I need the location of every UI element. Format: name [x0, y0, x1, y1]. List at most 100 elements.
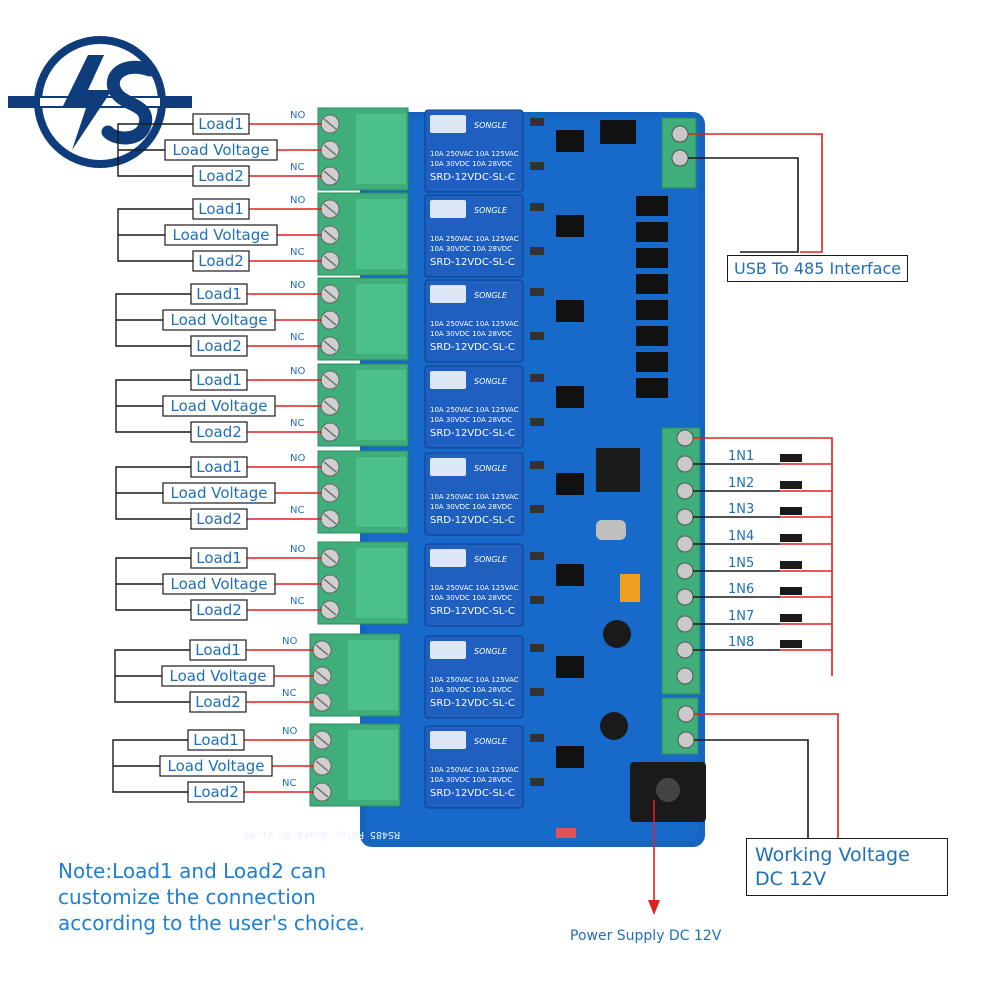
- power-supply-label: Power Supply DC 12V: [570, 928, 722, 944]
- label-box: [190, 283, 248, 305]
- driver-chip: [636, 378, 668, 398]
- input-screw: [676, 615, 694, 633]
- optocoupler: [556, 473, 584, 495]
- driver-chip: [636, 196, 668, 216]
- relay-model: SRD-12VDC-SL-C: [430, 172, 515, 183]
- label-box: [187, 729, 245, 751]
- load1-label: Load1: [198, 115, 244, 133]
- terminal-body: [348, 730, 398, 800]
- cqc-logo: [430, 115, 466, 133]
- input-8: 1N8: [693, 635, 832, 651]
- input-6: 1N6: [693, 582, 832, 598]
- input-label: 1N8: [728, 635, 754, 650]
- mode-jumper: [620, 574, 640, 602]
- input-label: 1N1: [728, 449, 754, 464]
- nc-tag: NC: [290, 332, 304, 343]
- terminal-body: [356, 199, 406, 269]
- driver-chip: [636, 222, 668, 242]
- no-tag: NO: [290, 366, 305, 377]
- screw-slot: [323, 513, 337, 525]
- relay-model: SRD-12VDC-SL-C: [430, 788, 515, 799]
- optocoupler: [556, 300, 584, 322]
- input-label: 1N7: [728, 609, 754, 624]
- label-box: [161, 665, 275, 687]
- screw-slot: [315, 786, 329, 798]
- relay-rating-1: 10A 250VAC 10A 125VAC: [430, 406, 519, 414]
- driver-chip: [636, 352, 668, 372]
- relay-model: SRD-12VDC-SL-C: [430, 606, 515, 617]
- screw-slot: [323, 487, 337, 499]
- screw-slot: [323, 203, 337, 215]
- no-tag: NO: [282, 636, 297, 647]
- relay-rating-1: 10A 250VAC 10A 125VAC: [430, 235, 519, 243]
- label-box: [190, 599, 248, 621]
- nc-tag: NC: [290, 247, 304, 258]
- load-voltage-label: Load Voltage: [170, 575, 267, 593]
- smd-part: [530, 688, 544, 696]
- load-voltage-label: Load Voltage: [169, 667, 266, 685]
- capacitor: [603, 620, 631, 648]
- capacitor: [600, 712, 628, 740]
- input-label: 1N2: [728, 476, 754, 491]
- relay-rating-2: 10A 30VDC 10A 28VDC: [430, 160, 512, 168]
- optocoupler: [556, 656, 584, 678]
- board-silkscreen: RS485 Relay Board-8C V1.00: [243, 829, 400, 840]
- load2-label: Load2: [196, 423, 242, 441]
- relay-brand: SONGLE: [474, 206, 508, 215]
- label-box: [189, 691, 247, 713]
- smd-part: [530, 203, 544, 211]
- smd-part: [530, 778, 544, 786]
- relay-rating-1: 10A 250VAC 10A 125VAC: [430, 584, 519, 592]
- nc-tag: NC: [290, 505, 304, 516]
- load2-label: Load2: [198, 252, 244, 270]
- load1-label: Load1: [198, 200, 244, 218]
- load-voltage-label: Load Voltage: [172, 141, 269, 159]
- relay-rating-1: 10A 250VAC 10A 125VAC: [430, 766, 519, 774]
- input-4: 1N4: [693, 529, 832, 545]
- input-5: 1N5: [693, 556, 832, 572]
- smd-part: [530, 374, 544, 382]
- screw-slot: [315, 760, 329, 772]
- label-box: [164, 224, 278, 246]
- relay-rating-2: 10A 30VDC 10A 28VDC: [430, 594, 512, 602]
- optocoupler: [556, 386, 584, 408]
- screw-slot: [323, 288, 337, 300]
- smd-part: [530, 162, 544, 170]
- terminal-body: [356, 457, 406, 527]
- label-box: [190, 421, 248, 443]
- load2-label: Load2: [193, 783, 239, 801]
- label-box: [192, 165, 250, 187]
- no-tag: NO: [282, 726, 297, 737]
- no-tag: NO: [290, 110, 305, 121]
- brand-logo: [8, 36, 192, 168]
- screw-slot: [315, 644, 329, 656]
- no-tag: NO: [290, 453, 305, 464]
- label-box: [190, 456, 248, 478]
- terminal-body: [356, 114, 406, 184]
- label-box: [190, 335, 248, 357]
- screw-slot: [315, 734, 329, 746]
- rs485-chip: [600, 120, 636, 144]
- load1-label: Load1: [193, 731, 239, 749]
- input-2: 1N2: [693, 476, 832, 492]
- load-voltage-label: Load Voltage: [172, 226, 269, 244]
- cqc-logo: [430, 641, 466, 659]
- load-voltage-label: Load Voltage: [167, 757, 264, 775]
- load1-label: Load1: [195, 641, 241, 659]
- note-line2: customize the connection: [58, 885, 316, 909]
- screw-slot: [323, 314, 337, 326]
- push-button-icon: [780, 614, 802, 622]
- nc-tag: NC: [290, 162, 304, 173]
- input-label: 1N4: [728, 529, 754, 544]
- optocoupler: [556, 215, 584, 237]
- relay-rating-1: 10A 250VAC 10A 125VAC: [430, 150, 519, 158]
- relay-model: SRD-12VDC-SL-C: [430, 698, 515, 709]
- input-screw: [676, 535, 694, 553]
- input-label: 1N3: [728, 502, 754, 517]
- cqc-logo: [430, 200, 466, 218]
